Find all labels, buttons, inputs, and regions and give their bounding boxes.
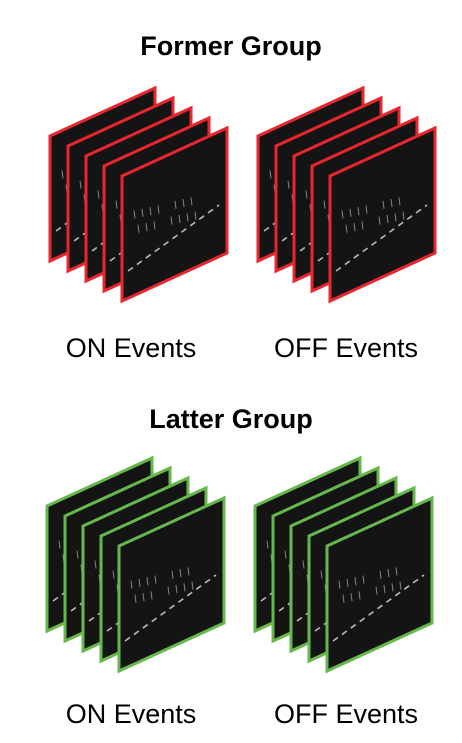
former-off-events-stack — [256, 85, 456, 304]
former-on-events-stack — [48, 85, 248, 304]
event-frame — [120, 125, 229, 304]
latter-group-title: Latter Group — [149, 404, 313, 434]
former-off-events-frames — [256, 85, 437, 304]
latter-on-events-label: ON Events — [65, 699, 197, 729]
former-off-events-label: OFF Events — [273, 333, 419, 363]
former-on-events-frames — [48, 85, 229, 304]
latter-off-events-stack — [253, 455, 453, 674]
former-on-events-label: ON Events — [65, 333, 197, 363]
event-frame — [328, 125, 437, 304]
event-frame — [325, 495, 434, 674]
latter-off-events-label: OFF Events — [273, 699, 419, 729]
latter-on-events-frames — [45, 455, 226, 674]
latter-on-events-stack — [45, 455, 245, 674]
former-group-title: Former Group — [140, 31, 322, 61]
latter-off-events-frames — [253, 455, 434, 674]
event-frame — [117, 495, 226, 674]
